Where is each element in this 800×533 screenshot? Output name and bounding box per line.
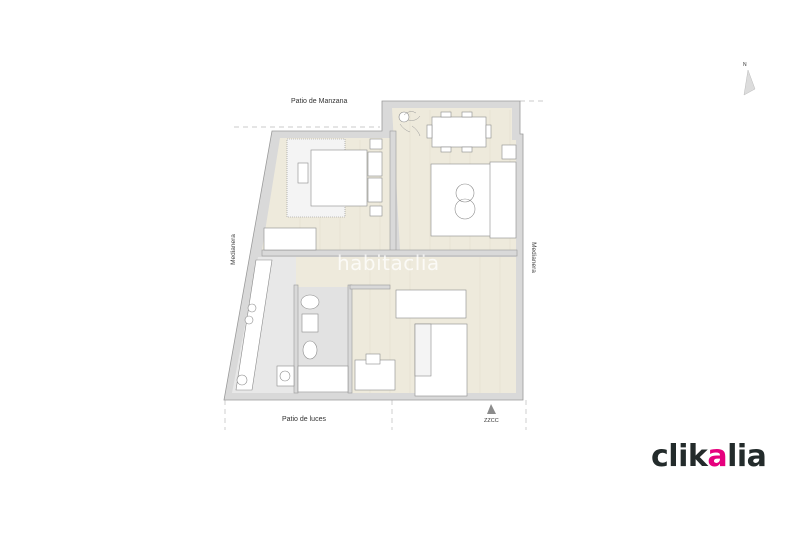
label-zzcc: ZZCC: [484, 418, 499, 424]
bathroom-fixtures: [276, 294, 349, 393]
logo-text-prefix: clik: [651, 439, 708, 474]
bedroom1-furniture: [263, 138, 383, 251]
living-furniture: [398, 111, 517, 239]
label-patio-manzana: Patio de Manzana: [291, 98, 348, 105]
stairs-arrow-icon: [487, 404, 496, 414]
logo-accent-house: a: [707, 439, 728, 474]
dashed-guides: [224, 100, 545, 430]
bedroom2-furniture: [354, 289, 468, 397]
compass-north-label: N: [743, 62, 747, 68]
logo-text-suffix: lia: [727, 439, 767, 474]
label-medianera-left: Medianera: [229, 234, 237, 265]
plant-icon: [399, 111, 421, 137]
kitchen-furniture: [235, 259, 273, 391]
label-patio-luces: Patio de luces: [282, 416, 326, 423]
north-arrow-icon: [743, 69, 756, 96]
label-medianera-right: Medianera: [529, 242, 537, 273]
watermark: habitaclia: [337, 251, 440, 275]
clikalia-logo: clikalia: [651, 439, 767, 474]
